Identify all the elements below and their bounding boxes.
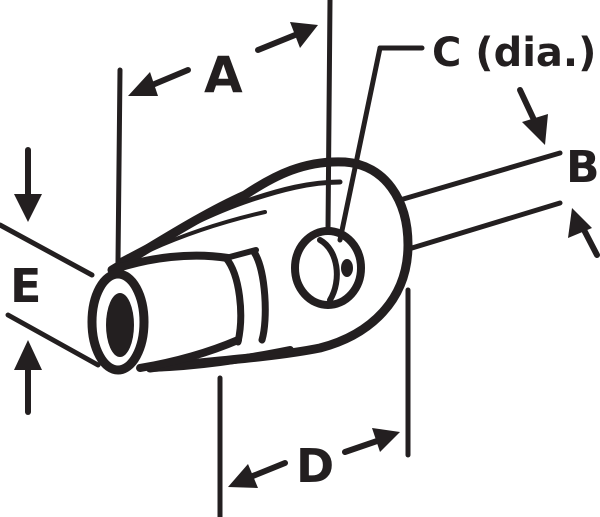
dimension-b-arrow-top [517, 87, 548, 145]
fitting-body [87, 157, 413, 375]
dimension-a-arrow-right [255, 22, 318, 53]
dimension-e-extension-top [0, 222, 95, 278]
dimension-a-arrow-left [128, 67, 191, 96]
dimension-a-label: A [204, 46, 243, 104]
dimension-b-arrow-bottom [568, 208, 600, 258]
dimension-e-label: E [10, 259, 41, 313]
dimension-b-extension-bottom [409, 200, 563, 251]
dimension-e-extension-bottom [5, 312, 101, 368]
dimension-e-arrow-top [14, 147, 42, 222]
dimension-a-extension-left [115, 67, 123, 265]
dimension-a-extension-right [325, 0, 333, 233]
dimension-d-arrow-left [228, 460, 288, 488]
dimension-d: D [217, 287, 411, 517]
dimension-e: E [0, 147, 101, 415]
dimension-a: A [115, 0, 333, 265]
dimension-c: C (dia.) [337, 30, 596, 243]
dimension-d-label: D [296, 439, 334, 493]
dimension-c-label: C (dia.) [432, 30, 596, 76]
dimension-d-arrow-right [342, 428, 400, 455]
dimension-e-arrow-bottom [14, 340, 42, 415]
dimension-b: B [397, 87, 600, 258]
dimension-b-extension-top [397, 150, 563, 203]
dimension-c-leader-diagonal [337, 45, 383, 243]
dimension-b-label: B [566, 142, 600, 193]
